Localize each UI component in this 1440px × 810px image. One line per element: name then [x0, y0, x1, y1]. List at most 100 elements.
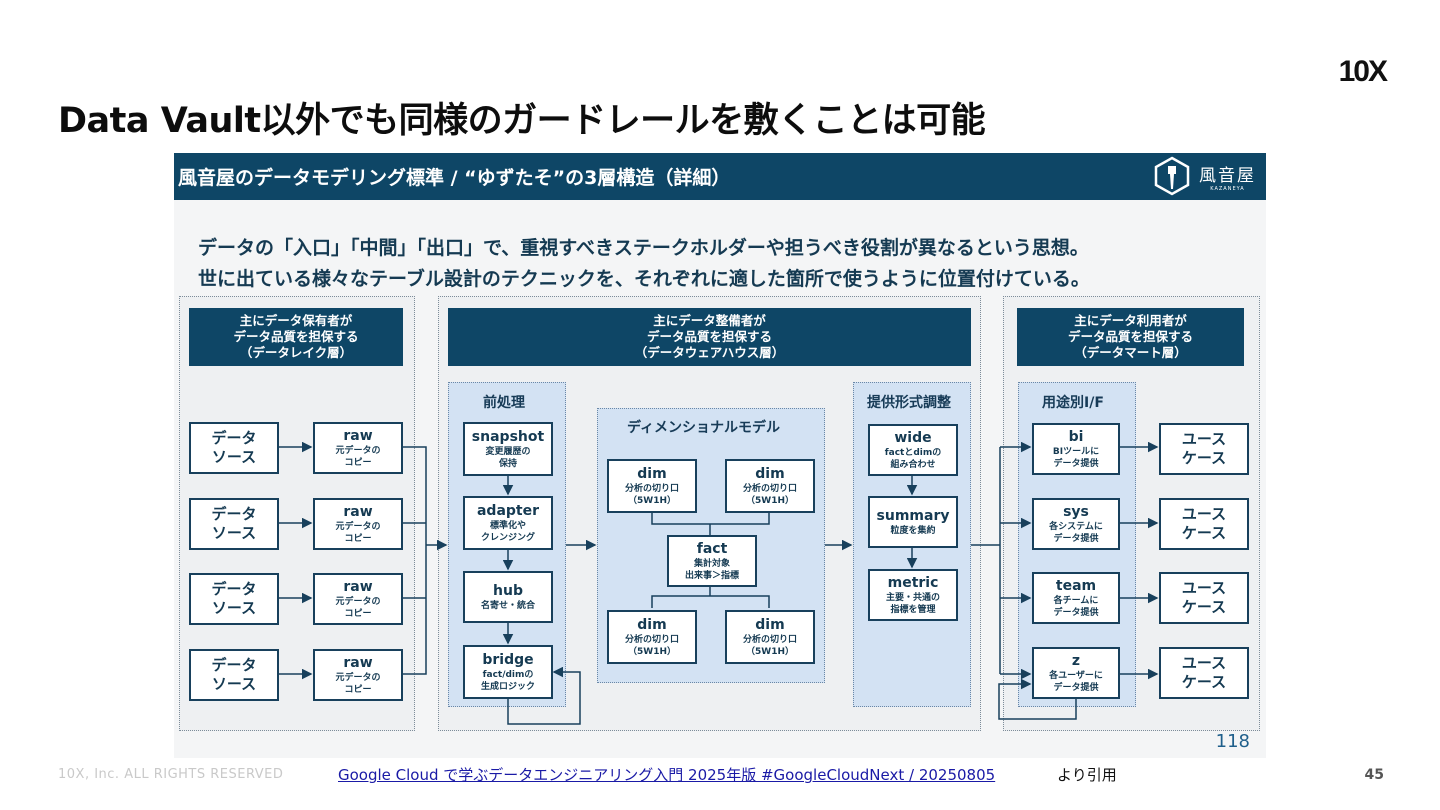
raw-box: raw 元データの コピー: [313, 422, 403, 474]
box-title: z: [1071, 652, 1081, 669]
kazaneya-logo-icon: [1154, 156, 1190, 196]
source-line: データ: [211, 429, 257, 447]
header-line: （データマート層）: [1074, 345, 1187, 360]
page-title: Data Vault以外でも同様のガードレールを敷くことは可能: [58, 101, 986, 141]
box-sub: 名寄せ・統合: [480, 600, 535, 611]
header-line: 主にデータ利用者が: [1074, 313, 1187, 328]
box-sub: fact/dimの: [482, 669, 534, 680]
sys-box: sys 各システムに データ提供: [1032, 498, 1120, 550]
box-sub: 出来事＞指標: [684, 570, 739, 581]
dim-box: dim 分析の切り口 （5W1H）: [725, 459, 815, 513]
box-sub: 標準化や: [489, 520, 526, 531]
lead-line-1: データの「入口」「中間」「出口」で、重視すべきステークホルダーや担うべき役割が異…: [198, 237, 1089, 259]
box-sub: （5W1H）: [746, 495, 794, 506]
data-source-box: データ ソース: [189, 649, 279, 701]
dim-box: dim 分析の切り口 （5W1H）: [607, 610, 697, 664]
box-sub: データ提供: [1053, 607, 1099, 618]
box-sub: 分析の切り口: [742, 634, 797, 645]
raw-box: raw 元データの コピー: [313, 498, 403, 550]
dim-box: dim 分析の切り口 （5W1H）: [607, 459, 697, 513]
header-line: （データレイク層）: [239, 345, 353, 360]
header-line: （データウェアハウス層）: [634, 345, 785, 360]
box-sub: 保持: [498, 458, 517, 469]
header-line: 主にデータ整備者が: [653, 313, 766, 328]
box-title: dim: [755, 616, 785, 633]
brand-sub: KAZANEYA: [1210, 185, 1245, 192]
slide-banner: 風音屋のデータモデリング標準 / “ゆずたそ”の3層構造（詳細） 風音屋 KAZ…: [174, 153, 1266, 200]
use-case-box: ユース ケース: [1159, 423, 1249, 475]
pre-processing-label: 前処理: [483, 395, 525, 411]
source-line: データ: [211, 656, 257, 674]
box-sub: 分析の切り口: [742, 483, 797, 494]
usecase-line: ユース: [1181, 430, 1227, 448]
header-line: データ品質を担保する: [233, 329, 359, 344]
use-case-box: ユース ケース: [1159, 572, 1249, 624]
box-title: hub: [493, 582, 523, 599]
copyright-text: 10X, Inc. ALL RIGHTS RESERVED: [58, 767, 284, 782]
adapter-box: adapter 標準化や クレンジング: [463, 496, 553, 550]
box-sub: （5W1H）: [746, 646, 794, 657]
header-line: データ品質を担保する: [646, 329, 772, 344]
box-sub: データ提供: [1053, 458, 1099, 469]
source-line: ソース: [211, 599, 257, 617]
box-sub: コピー: [344, 608, 372, 619]
brand: 風音屋 KAZANEYA: [1151, 155, 1256, 197]
box-title: dim: [755, 465, 785, 482]
box-sub: （5W1H）: [628, 495, 676, 506]
source-line: データ: [211, 580, 257, 598]
box-title: summary: [876, 507, 950, 524]
box-sub: 生成ロジック: [480, 681, 535, 692]
source-line: ソース: [211, 524, 257, 542]
box-sub: BIツールに: [1052, 446, 1100, 457]
box-sub: 元データの: [335, 521, 381, 532]
box-sub: 組み合わせ: [890, 459, 936, 470]
z-box: z 各ユーザーに データ提供: [1032, 647, 1120, 699]
raw-box: raw 元データの コピー: [313, 649, 403, 701]
10x-logo: 10X: [1338, 55, 1388, 88]
box-sub: 変更履歴の: [485, 446, 531, 457]
snapshot-box: snapshot 変更履歴の 保持: [463, 422, 553, 476]
box-sub: 指標を管理: [890, 604, 936, 615]
provide-format-label: 提供形式調整: [867, 395, 951, 411]
box-sub: 元データの: [335, 596, 381, 607]
box-sub: 集計対象: [693, 558, 730, 569]
header-line: 主にデータ保有者が: [239, 313, 353, 328]
metric-box: metric 主要・共通の 指標を管理: [868, 569, 958, 621]
mart-layer-header: 主にデータ利用者が データ品質を担保する （データマート層）: [1017, 308, 1244, 366]
box-title: fact: [696, 540, 728, 557]
box-title: bi: [1068, 428, 1084, 445]
banner-title: 風音屋のデータモデリング標準 / “ゆずたそ”の3層構造（詳細）: [178, 167, 731, 189]
box-sub: 粒度を集約: [890, 525, 936, 536]
box-sub: 各システムに: [1049, 521, 1103, 532]
header-line: データ品質を担保する: [1067, 329, 1193, 344]
box-title: wide: [894, 429, 932, 446]
warehouse-layer-header: 主にデータ整備者が データ品質を担保する （データウェアハウス層）: [448, 308, 971, 366]
box-title: metric: [887, 574, 939, 591]
source-line: ソース: [211, 448, 257, 466]
box-sub: コピー: [344, 533, 372, 544]
use-case-box: ユース ケース: [1159, 647, 1249, 699]
box-title: raw: [343, 654, 373, 671]
box-sub: データ提供: [1053, 682, 1099, 693]
box-sub: 分析の切り口: [624, 483, 679, 494]
summary-box: summary 粒度を集約: [868, 496, 958, 548]
wide-box: wide factとdimの 組み合わせ: [868, 424, 958, 476]
box-sub: コピー: [344, 457, 372, 468]
page-number: 45: [1364, 767, 1384, 783]
box-title: dim: [637, 465, 667, 482]
usecase-line: ユース: [1181, 654, 1227, 672]
dim-box: dim 分析の切り口 （5W1H）: [725, 610, 815, 664]
data-source-box: データ ソース: [189, 422, 279, 474]
box-title: dim: [637, 616, 667, 633]
box-sub: 各ユーザーに: [1049, 670, 1103, 681]
team-box: team 各チームに データ提供: [1032, 572, 1120, 624]
box-title: raw: [343, 578, 373, 595]
box-sub: コピー: [344, 684, 372, 695]
source-link[interactable]: Google Cloud で学ぶデータエンジニアリング入門 2025年版 #Go…: [338, 766, 996, 784]
bridge-box: bridge fact/dimの 生成ロジック: [463, 645, 553, 699]
usecase-line: ケース: [1181, 673, 1227, 691]
box-sub: データ提供: [1053, 533, 1099, 544]
box-sub: 元データの: [335, 445, 381, 456]
data-source-box: データ ソース: [189, 498, 279, 550]
box-title: bridge: [482, 651, 534, 668]
